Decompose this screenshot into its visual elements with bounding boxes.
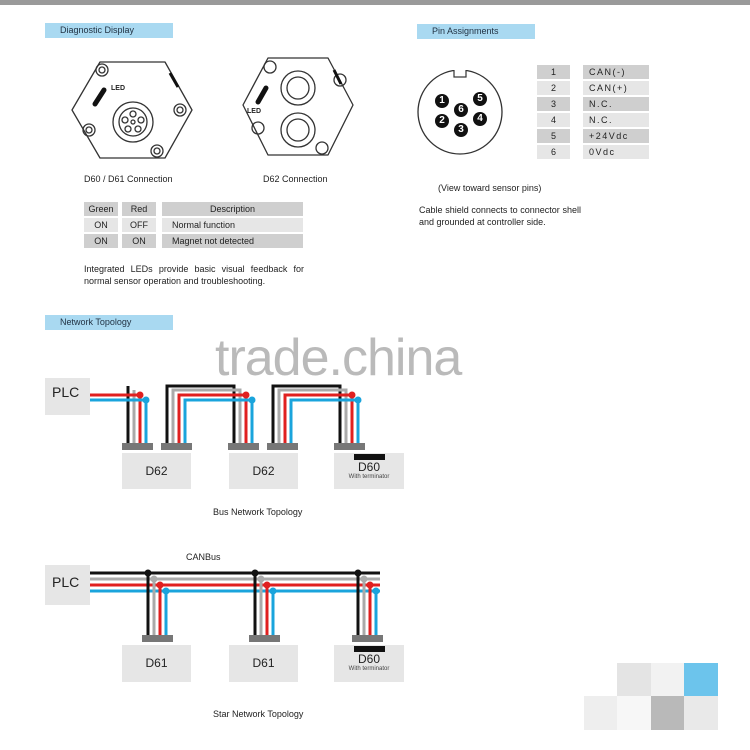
bus-connector (267, 443, 298, 450)
wire-junction-icon (248, 396, 256, 404)
bus-device-d62-2: D62 (229, 453, 298, 489)
pin-2-icon: 2 (435, 114, 449, 128)
wire-junction-icon (372, 587, 380, 595)
led-cell: Magnet not detected (162, 234, 303, 248)
led-label: LED (111, 85, 125, 92)
terminator-icon (353, 646, 385, 652)
led-header-green: Green (84, 202, 118, 216)
bus-wire (177, 393, 248, 443)
bus-wire (165, 384, 236, 443)
bus-wire (183, 398, 254, 443)
wire-junction-icon (136, 391, 144, 399)
wire-junction-icon (257, 575, 265, 583)
wire-junction-icon (162, 587, 170, 595)
led-cell: OFF (122, 218, 156, 232)
star-caption: Star Network Topology (213, 709, 304, 719)
led-cell: ON (122, 234, 156, 248)
wire-junction-icon (348, 391, 356, 399)
led-header-description: Description (162, 202, 303, 216)
bus-plc-box: PLC (45, 378, 90, 415)
device-label: D60 (357, 460, 380, 474)
d62-sensor-drawing (242, 57, 354, 156)
bus-wire (271, 384, 342, 443)
star-device-d61-2: D61 (229, 645, 298, 682)
bus-wire (277, 388, 348, 443)
pin-4-icon: 4 (473, 112, 487, 126)
bus-caption: Bus Network Topology (213, 507, 303, 517)
wire-junction-icon (354, 396, 362, 404)
led-note: Integrated LEDs provide basic visual fee… (84, 264, 304, 286)
pin-number-cell: 3 (537, 97, 570, 111)
star-connector (352, 635, 383, 642)
wire-junction-icon (263, 581, 271, 589)
led-cell: Normal function (162, 218, 303, 232)
watermark: trade.china (215, 329, 462, 387)
wire-junction-icon (251, 569, 259, 577)
led-header-red: Red (122, 202, 156, 216)
pin-number-cell: 6 (537, 145, 570, 159)
star-connector (249, 635, 280, 642)
terminator-label: With terminator (348, 474, 390, 480)
wire-junction-icon (269, 587, 277, 595)
led-cell: ON (84, 234, 118, 248)
led-cell: ON (84, 218, 118, 232)
star-device-d60: D60 With terminator (334, 645, 404, 682)
wire-junction-icon (242, 391, 250, 399)
wire-junction-icon (150, 575, 158, 583)
pin-number-cell: 1 (537, 65, 570, 79)
pin-signal-cell: CAN(+) (583, 81, 649, 95)
star-connector (142, 635, 173, 642)
pin-number-cell: 2 (537, 81, 570, 95)
bus-connector (228, 443, 259, 450)
pin-5-icon: 5 (473, 92, 487, 106)
wire-junction-icon (142, 396, 150, 404)
bus-wire (289, 398, 360, 443)
pin-number-cell: 4 (537, 113, 570, 127)
network-topology-header: Network Topology (45, 315, 173, 330)
terminator-label: With terminator (348, 666, 390, 672)
bus-connector (122, 443, 153, 450)
pin-signal-cell: CAN(-) (583, 65, 649, 79)
wire-junction-icon (156, 581, 164, 589)
pin-3-icon: 3 (454, 123, 468, 137)
pin-signal-cell: +24Vdc (583, 129, 649, 143)
pin-signal-cell: 0Vdc (583, 145, 649, 159)
pin-signal-cell: N.C. (583, 97, 649, 111)
pin-signal-cell: N.C. (583, 113, 649, 127)
bus-connector (334, 443, 365, 450)
bus-wire (171, 388, 242, 443)
bus-connector (161, 443, 192, 450)
terminator-icon (353, 454, 385, 460)
pin-assignments-header: Pin Assignments (417, 24, 535, 39)
d60-sensor-drawing (71, 61, 193, 159)
bus-wire (90, 398, 148, 443)
pin-connector-drawing (417, 66, 503, 155)
diagnostic-display-header: Diagnostic Display (45, 23, 173, 38)
wire-junction-icon (144, 569, 152, 577)
pin-6-icon: 6 (454, 103, 468, 117)
wire-junction-icon (360, 575, 368, 583)
pin-number-cell: 5 (537, 129, 570, 143)
star-device-d61-1: D61 (122, 645, 191, 682)
top-bar (0, 0, 750, 5)
wire-junction-icon (366, 581, 374, 589)
bus-wire (283, 393, 354, 443)
wire-junction-icon (354, 569, 362, 577)
bus-device-d62-1: D62 (122, 453, 191, 489)
d62-caption: D62 Connection (263, 174, 328, 184)
bus-device-d60: D60 With terminator (334, 453, 404, 489)
shield-note: Cable shield connects to connector shell… (419, 205, 581, 227)
canbus-label: CANBus (186, 552, 221, 562)
pin-1-icon: 1 (435, 94, 449, 108)
led-label-d62: LED (247, 108, 261, 115)
view-caption: (View toward sensor pins) (438, 183, 542, 193)
device-label: D60 (357, 652, 380, 666)
d60-d61-caption: D60 / D61 Connection (84, 174, 173, 184)
star-plc-box: PLC (45, 565, 90, 605)
